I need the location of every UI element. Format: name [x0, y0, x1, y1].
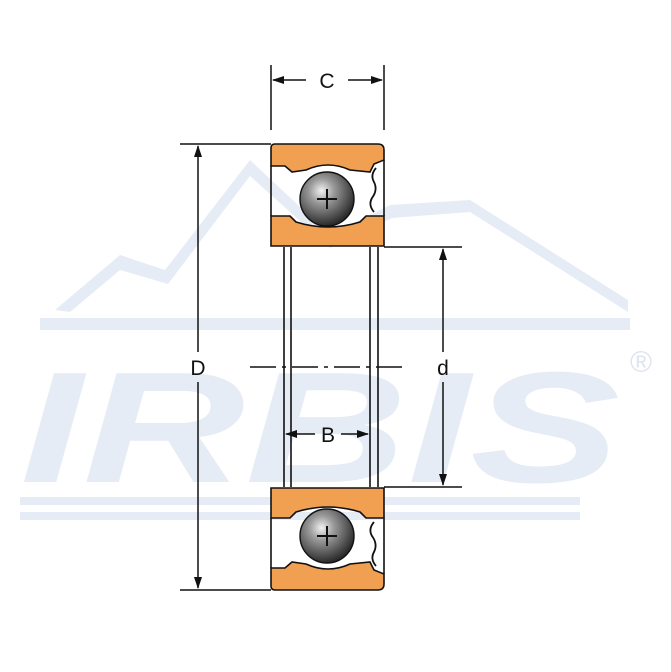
watermark-brand: IRBIS: [20, 340, 620, 516]
bearing-section-top: [270, 143, 385, 247]
seal-bottom: [369, 521, 377, 567]
plus-icon: [317, 526, 337, 546]
registered-mark: ®: [630, 346, 652, 379]
dimension-inner-diameter: [384, 246, 462, 488]
watermark-bar-top: [40, 318, 630, 330]
watermark-bar-bottom-2: [20, 512, 580, 520]
dimension-label-d-outer: D: [190, 357, 205, 380]
dimension-label-d-inner: d: [437, 357, 449, 380]
dimension-label-b: B: [321, 424, 335, 447]
dimension-outer-diameter: [180, 143, 271, 591]
outer-ring-top: [270, 143, 385, 173]
bearing-section-bottom: [270, 487, 385, 591]
plus-icon: [317, 189, 337, 209]
outer-ring-bottom: [270, 561, 385, 591]
inner-ring-bottom: [270, 487, 385, 519]
dimension-label-c: C: [319, 70, 334, 93]
bore: [283, 247, 379, 487]
seal-top: [369, 167, 377, 213]
dimension-c: [270, 65, 385, 130]
